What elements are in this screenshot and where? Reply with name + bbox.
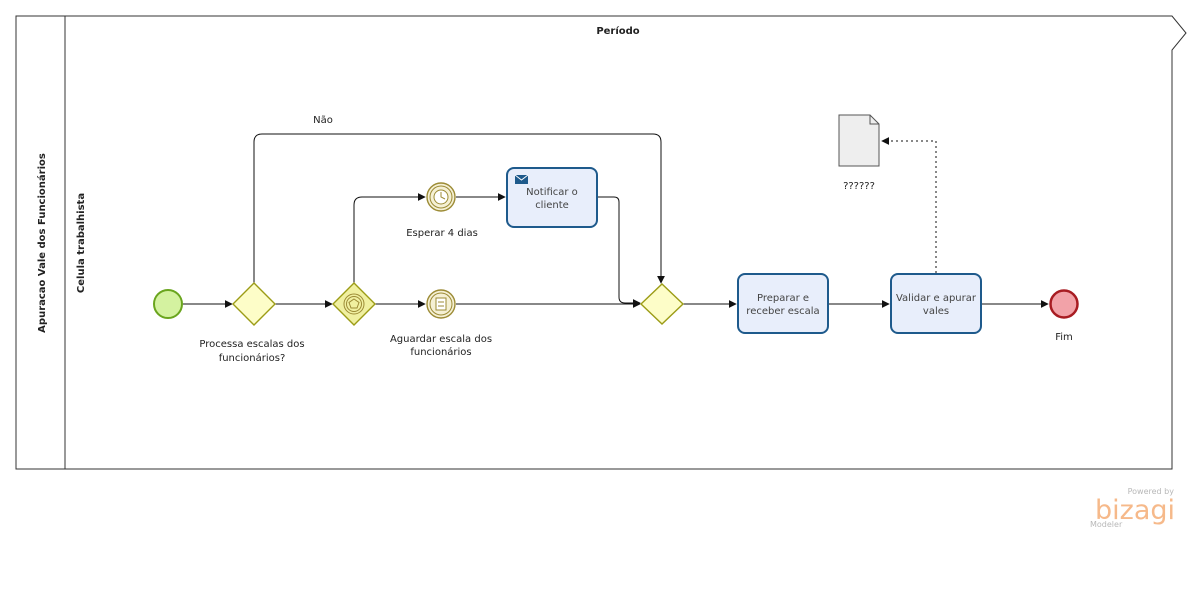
conditional-event-label-line2: funcionários — [410, 346, 471, 358]
gateway-processa-escalas[interactable] — [232, 282, 276, 326]
timer-event-label: Esperar 4 dias — [406, 228, 478, 239]
watermark-product: Modeler — [1090, 520, 1123, 529]
envelope-icon — [514, 174, 529, 184]
end-event[interactable] — [1049, 289, 1079, 319]
clock-icon — [433, 189, 449, 205]
data-object[interactable] — [838, 114, 880, 167]
task-notificar-line1: Notificar o — [526, 187, 578, 198]
task-validar-line2: vales — [923, 306, 949, 317]
pool-label: Apuracao Vale dos Funcionários — [36, 153, 48, 333]
conditional-event-label-line1: Aguardar escala dos — [390, 334, 492, 345]
association-to-data-object[interactable] — [881, 137, 937, 273]
watermark-powered: Powered by — [1128, 487, 1175, 496]
event-based-gateway[interactable] — [332, 282, 376, 326]
data-object-label: ?????? — [843, 181, 875, 192]
flow-nao[interactable] — [253, 133, 665, 284]
task-preparar-receber-escala[interactable]: Preparar e receber escala — [737, 273, 829, 334]
task-validar-line1: Validar e apurar — [896, 293, 977, 304]
task-notificar-cliente[interactable]: Notificar o cliente — [506, 167, 598, 228]
sequence-flows — [183, 133, 1049, 308]
task-validar-apurar-vales[interactable]: Validar e apurar vales — [890, 273, 982, 334]
task-notificar-line2: cliente — [535, 200, 569, 211]
gateway-processa-label-line2: funcionários? — [219, 352, 286, 364]
phase-label: Período — [596, 25, 639, 37]
flow-to-timer[interactable] — [353, 193, 426, 286]
task-preparar-line2: receber escala — [746, 306, 819, 317]
lane-label: Celula trabalhista — [76, 193, 87, 293]
gateway-join[interactable] — [639, 283, 685, 325]
pentagon-icon — [348, 298, 360, 309]
flow-nao-label: Não — [313, 115, 333, 126]
pool: Apuracao Vale dos Funcionários — [15, 15, 1187, 470]
flow-notify-to-join[interactable] — [597, 196, 641, 307]
conditional-icon — [435, 297, 447, 311]
task-preparar-line1: Preparar e — [757, 293, 809, 304]
gateway-processa-label-line1: Processa escalas dos — [199, 339, 304, 350]
end-event-label: Fim — [1055, 332, 1073, 343]
watermark-brand: bizagi — [1095, 495, 1175, 526]
start-event[interactable] — [153, 289, 183, 319]
timer-event[interactable] — [426, 182, 456, 212]
conditional-event[interactable] — [426, 289, 456, 319]
bizagi-watermark: Powered by bizagi Modeler — [1090, 487, 1175, 529]
